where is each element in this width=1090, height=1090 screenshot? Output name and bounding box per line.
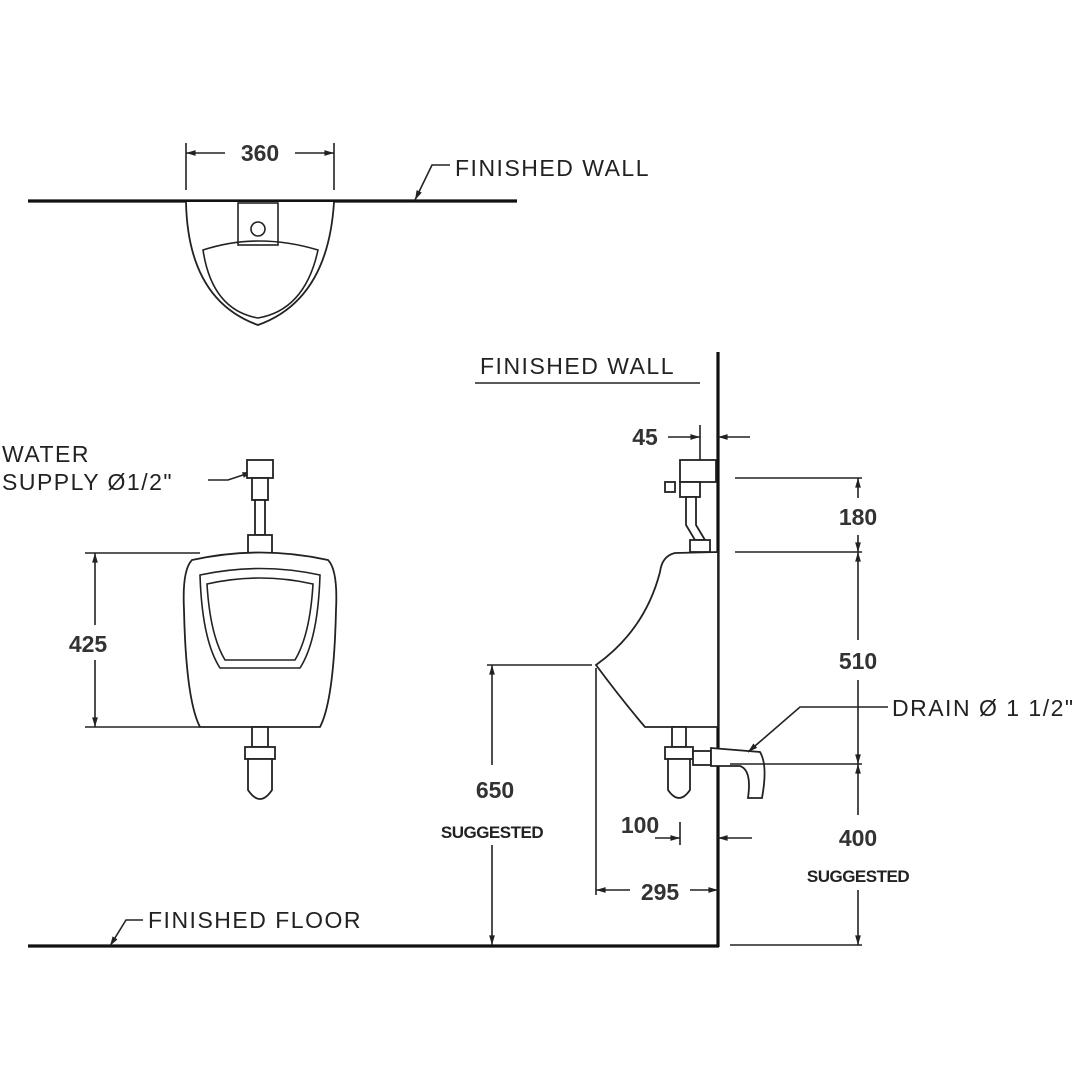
drain-label: DRAIN Ø 1 1/2" (892, 695, 1075, 721)
side-trap-connector (692, 750, 712, 766)
finished-floor-label: FINISHED FLOOR (148, 907, 362, 933)
side-trap (667, 758, 691, 799)
water-supply-label-1: WATER (2, 441, 90, 467)
side-valve-handle (664, 481, 676, 493)
side-trap-nut (664, 746, 694, 760)
front-outlet-pipe (251, 726, 269, 748)
front-valve-body (251, 477, 269, 501)
water-supply-label-2: SUPPLY Ø1/2" (2, 469, 173, 495)
dim-295: 295 (641, 879, 680, 905)
front-flush-valve (246, 459, 274, 479)
dim-45: 45 (632, 424, 658, 450)
top-wall-leader (414, 164, 450, 201)
water-supply-leader (208, 471, 253, 481)
top-spud (237, 202, 279, 246)
side-finished-wall-label: FINISHED WALL (480, 353, 675, 379)
drain-elbow (710, 747, 766, 799)
front-urinal-body (182, 551, 338, 728)
front-trap (247, 758, 273, 800)
dim-180: 180 (839, 504, 877, 530)
side-supply-pipe (685, 496, 707, 541)
top-view: 360 FINISHED WALL (28, 140, 650, 326)
dim-650: 650 (476, 777, 514, 803)
side-view: FINISHED WALL FINISHED FLOOR 45 180 (28, 352, 1075, 948)
dim-400: 400 (839, 825, 877, 851)
front-supply-pipe (254, 499, 266, 536)
top-finished-wall-label: FINISHED WALL (455, 155, 650, 181)
dim-360: 360 (241, 140, 279, 166)
top-bowl-outline (185, 201, 335, 326)
dim-400-note: SUGGESTED (807, 867, 909, 886)
front-trap-nut (244, 746, 276, 760)
drain-leader (747, 706, 888, 753)
top-bowl-inner (202, 240, 319, 319)
dim-510: 510 (839, 648, 877, 674)
dim-100: 100 (621, 812, 659, 838)
front-spud-connector (247, 534, 273, 554)
dim-425: 425 (69, 631, 108, 657)
dim-650-note: SUGGESTED (441, 823, 543, 842)
floor-leader (109, 919, 143, 947)
front-view: WATER SUPPLY Ø1/2" 425 (2, 441, 338, 800)
side-valve-body (679, 481, 701, 498)
side-flush-valve (679, 459, 717, 483)
front-bowl-inner-rim (206, 577, 314, 661)
side-spud-connector (689, 539, 711, 553)
top-spud-circle (250, 221, 266, 237)
front-bowl-outer-rim (199, 567, 321, 669)
side-urinal-body (594, 551, 719, 728)
side-outlet-pipe (671, 726, 687, 748)
